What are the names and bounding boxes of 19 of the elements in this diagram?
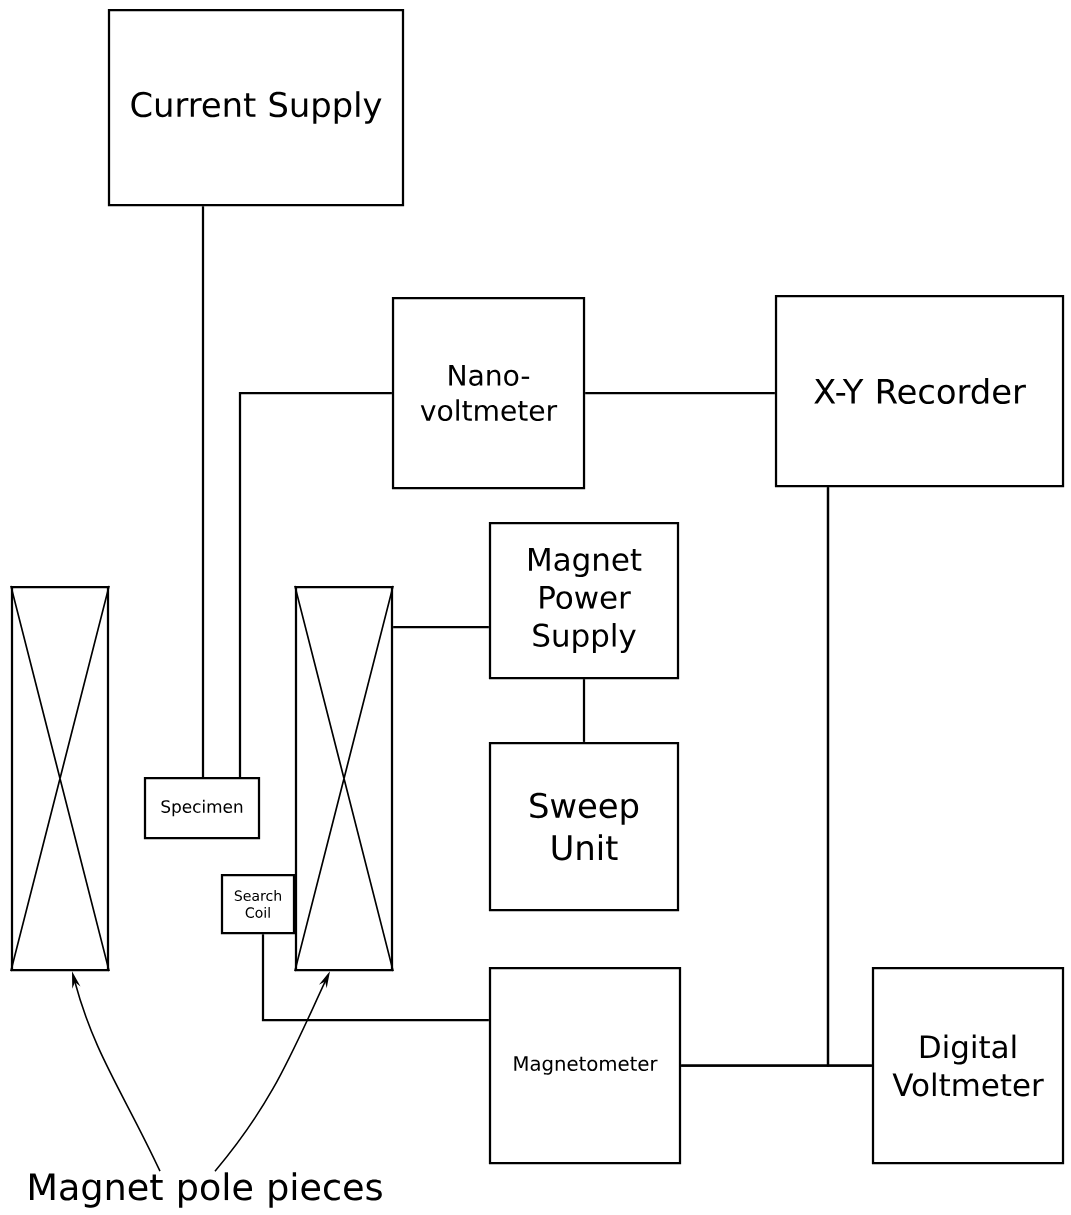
caption-text: Magnet pole pieces: [30, 1172, 382, 1208]
pole-piece-drawing: [294, 585, 394, 972]
instrument-box: Magnetometer: [488, 966, 682, 1165]
connector-line: [582, 679, 586, 742]
connector-line: [585, 391, 775, 395]
instrument-box: Current Supply: [107, 8, 405, 207]
instrument-box: Nano- voltmeter: [391, 296, 586, 490]
connector-line: [393, 625, 489, 629]
instrument-box: Sweep Unit: [488, 741, 680, 912]
instrument-box: Digital Voltmeter: [871, 966, 1065, 1165]
instrument-box: Magnet Power Supply: [488, 521, 680, 680]
pole-piece-drawing: [10, 585, 110, 972]
connector-line: [261, 934, 489, 1022]
instrument-box: Specimen: [143, 776, 261, 840]
connector-line: [201, 206, 205, 777]
connector-line: [238, 391, 392, 777]
instrument-box: Search Coil: [220, 873, 296, 935]
connector-line: [826, 487, 872, 1067]
instrument-box: X-Y Recorder: [774, 294, 1065, 488]
